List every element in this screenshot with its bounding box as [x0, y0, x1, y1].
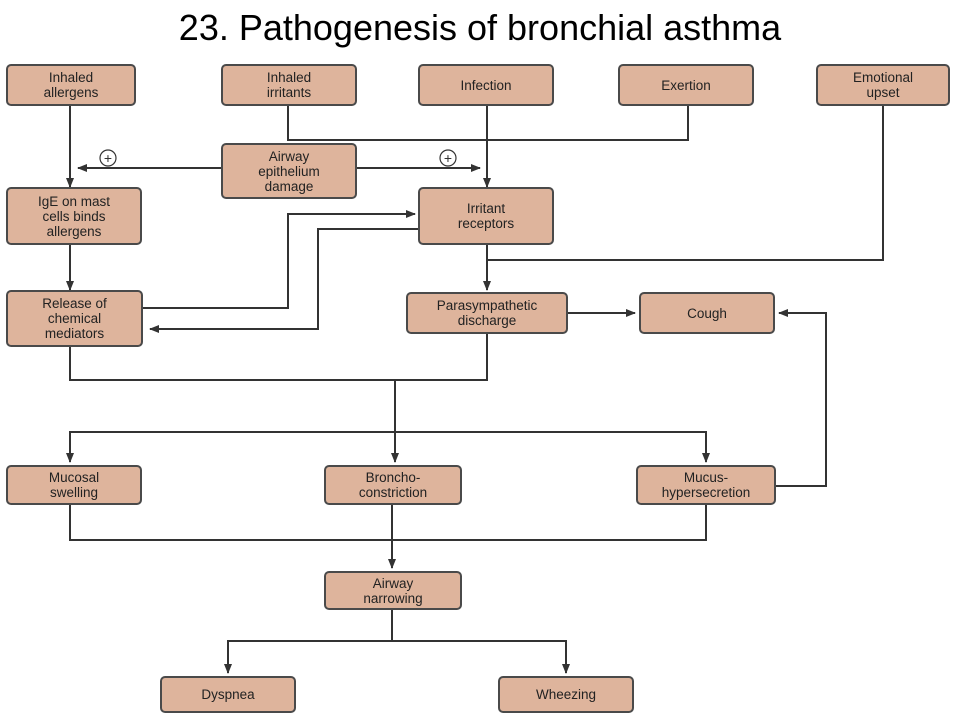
node-airway-epithelium-damage: Airway epithelium damage [221, 143, 357, 199]
arrow-to-mucosal-swelling [66, 431, 395, 463]
node-parasympathetic-discharge: Parasympathetic discharge [406, 292, 568, 334]
node-inhaled-allergens: Inhaled allergens [6, 64, 136, 106]
node-inhaled-irritants: Inhaled irritants [221, 64, 357, 106]
plus-sign-left: + [99, 149, 117, 167]
node-emotional-upset: Emotional upset [816, 64, 950, 106]
plus-sign-right-label: + [444, 150, 452, 166]
line-mucus-down [392, 505, 707, 541]
node-dyspnea: Dyspnea [160, 676, 296, 713]
line-emotional-upset [487, 106, 884, 261]
node-cough: Cough [639, 292, 775, 334]
node-ige-mast-cells: IgE on mast cells binds allergens [6, 187, 142, 245]
arrow-to-mucus-hypersecretion [395, 431, 710, 463]
arrow-to-wheezing [392, 640, 570, 674]
node-irritant-receptors: Irritant receptors [418, 187, 554, 245]
arrow-release-to-receptors [143, 210, 416, 309]
line-exertion [487, 106, 689, 141]
arrow-to-dyspnea [224, 640, 392, 674]
node-infection: Infection [418, 64, 554, 106]
node-airway-narrowing: Airway narrowing [324, 571, 462, 610]
node-release-chemical-mediators: Release of chemical mediators [6, 290, 143, 347]
node-bronchoconstriction: Broncho- constriction [324, 465, 462, 505]
node-mucosal-swelling: Mucosal swelling [6, 465, 142, 505]
node-mucus-hypersecretion: Mucus- hypersecretion [636, 465, 776, 505]
node-exertion: Exertion [618, 64, 754, 106]
line-parasympathetic-down [395, 334, 488, 381]
plus-sign-left-label: + [104, 150, 112, 166]
line-mucosal-down [69, 505, 392, 541]
line-release-down [69, 347, 395, 381]
plus-sign-right: + [439, 149, 457, 167]
page-title: 23. Pathogenesis of bronchial asthma [178, 7, 782, 48]
node-wheezing: Wheezing [498, 676, 634, 713]
line-irritants [287, 106, 487, 141]
arrow-receptors-to-release [149, 228, 418, 333]
arrow-mucus-to-cough [776, 309, 827, 487]
